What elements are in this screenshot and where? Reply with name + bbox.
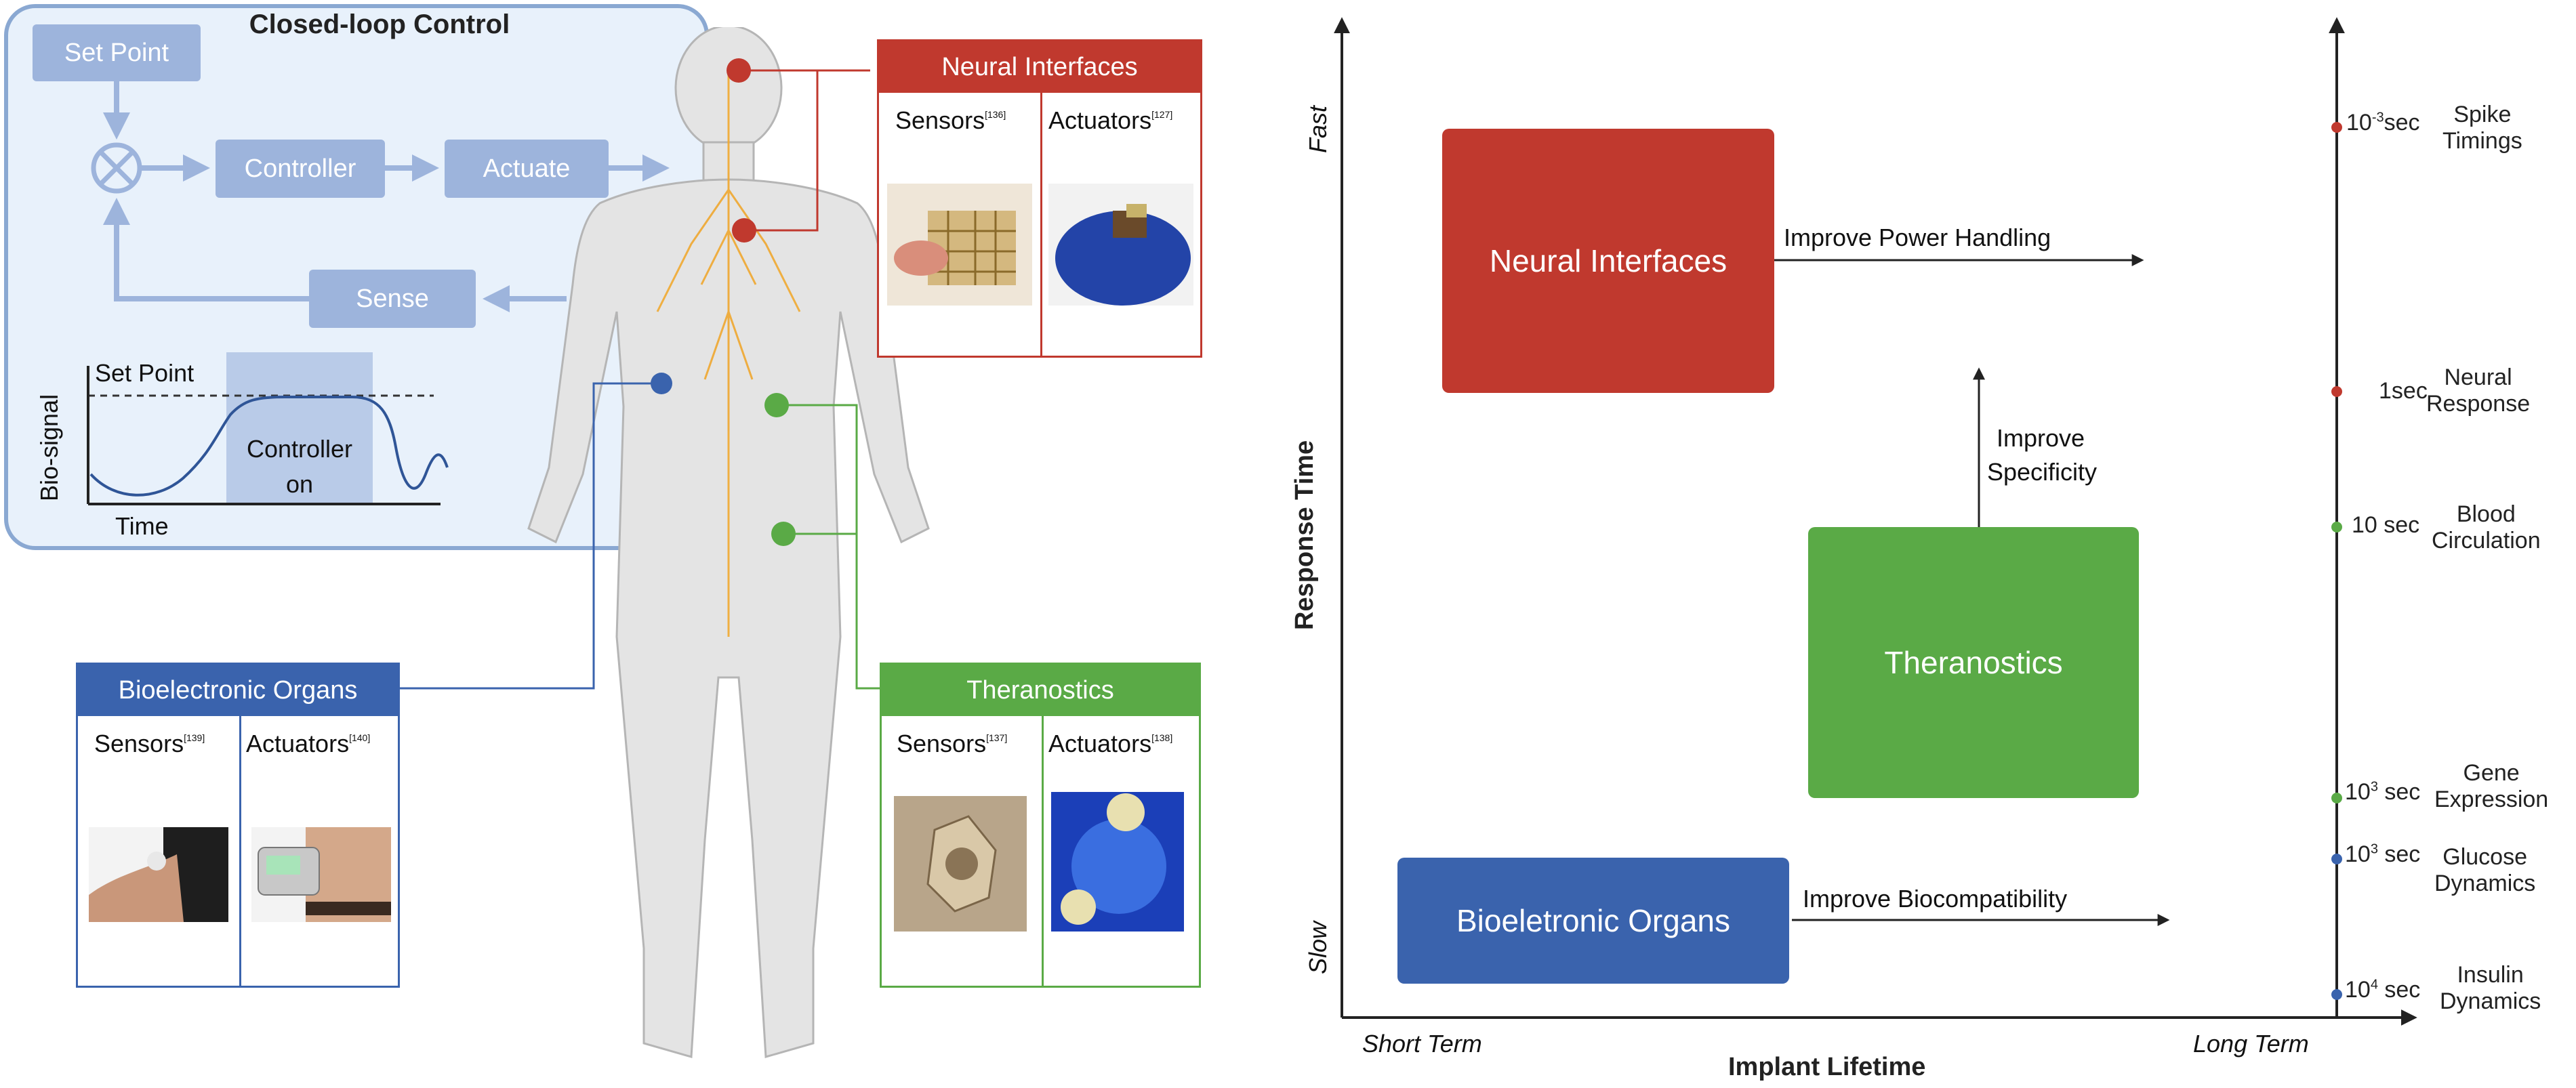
power-arrow-label: Improve Power Handling	[1784, 224, 2051, 251]
specificity-arrow-label-2: Specificity	[1987, 458, 2098, 486]
timescale-value-1: 1sec	[2379, 378, 2428, 404]
card-divider	[239, 716, 241, 986]
y-axis-title: Response Time	[1290, 440, 1319, 630]
bioelectronic-actuators-label: Actuators[140]	[246, 730, 371, 757]
card-divider	[1042, 716, 1044, 986]
theranostics-dot-1	[764, 393, 789, 417]
specificity-arrow-label-1: Improve	[1997, 424, 2085, 452]
nerve-system-icon	[656, 68, 801, 637]
set-point-block: Set Point	[33, 24, 201, 81]
neural-interfaces-card: Neural Interfaces Sensors[136] Actuators…	[877, 39, 1202, 358]
actuate-block: Actuate	[445, 140, 609, 198]
neural-interfaces-region: Neural Interfaces	[1442, 129, 1774, 393]
theranostics-card: Theranostics Sensors[137] Actuators[138]	[880, 663, 1201, 988]
timescale-dot	[2331, 854, 2342, 864]
timescale-value-4: 103 sec	[2345, 841, 2421, 867]
timescale-value-5: 104 sec	[2345, 977, 2421, 1003]
closed-loop-title: Closed-loop Control	[249, 9, 510, 39]
bio-signal-curve	[89, 396, 449, 497]
theranostics-sensors-label: Sensors[137]	[897, 730, 1008, 757]
theranostics-region: Theranostics	[1808, 527, 2139, 798]
neural-spine-dot	[732, 218, 756, 243]
y-slow-label: Slow	[1304, 921, 1332, 974]
neural-sensor-photo	[887, 184, 1032, 306]
biocompatibility-arrow-label: Improve Biocompatibility	[1803, 885, 2068, 913]
theranostics-dot-2	[771, 522, 796, 546]
bioelectronic-region: Bioeletronic Organs	[1397, 858, 1789, 984]
theranostics-card-header: Theranostics	[882, 665, 1199, 716]
x-long-label: Long Term	[2193, 1030, 2309, 1058]
controller-on-line2: on	[285, 470, 314, 498]
closed-loop-arrows	[87, 81, 670, 505]
theranostics-sensor-photo	[894, 796, 1027, 932]
timescale-dot	[2331, 386, 2342, 397]
neural-brain-dot	[727, 58, 751, 83]
neural-actuator-photo	[1048, 184, 1193, 306]
timescale-dot	[2331, 989, 2342, 1000]
y-fast-label: Fast	[1304, 105, 1332, 153]
graph-set-point-label: Set Point	[95, 359, 195, 387]
bioelectronic-organs-card: Bioelectronic Organs Sensors[139] Actuat…	[76, 663, 400, 988]
theranostics-actuator-photo	[1051, 792, 1184, 932]
x-axis-title: Implant Lifetime	[1728, 1053, 1926, 1081]
timescale-dot	[2331, 793, 2342, 803]
timescale-value-2: 10 sec	[2352, 512, 2420, 538]
timescale-value-0: 10-3sec	[2346, 110, 2420, 135]
bioelectronic-sensors-label: Sensors[139]	[94, 730, 205, 757]
bioelectronic-sensor-photo	[89, 827, 228, 922]
x-short-label: Short Term	[1362, 1030, 1482, 1058]
controller-on-line1: Controller	[246, 435, 353, 463]
graph-x-label: Time	[115, 512, 169, 540]
neural-sensors-label: Sensors[136]	[895, 106, 1006, 134]
neural-card-header: Neural Interfaces	[879, 41, 1200, 93]
bioelectronic-actuator-photo	[251, 827, 391, 922]
human-body-illustration	[527, 27, 930, 1058]
timescale-value-3: 103 sec	[2345, 779, 2421, 805]
lifetime-response-map	[1334, 17, 2417, 1026]
timescale-dot	[2331, 122, 2342, 133]
connector-lines	[400, 58, 880, 690]
card-divider	[1040, 93, 1042, 356]
bioelectronic-card-header: Bioelectronic Organs	[78, 665, 398, 716]
sense-block: Sense	[309, 270, 476, 328]
bioelectronic-dot	[651, 373, 672, 394]
theranostics-actuators-label: Actuators[138]	[1048, 730, 1173, 757]
controller-block: Controller	[216, 140, 385, 198]
neural-actuators-label: Actuators[127]	[1048, 106, 1173, 134]
timescale-dot	[2331, 522, 2342, 532]
